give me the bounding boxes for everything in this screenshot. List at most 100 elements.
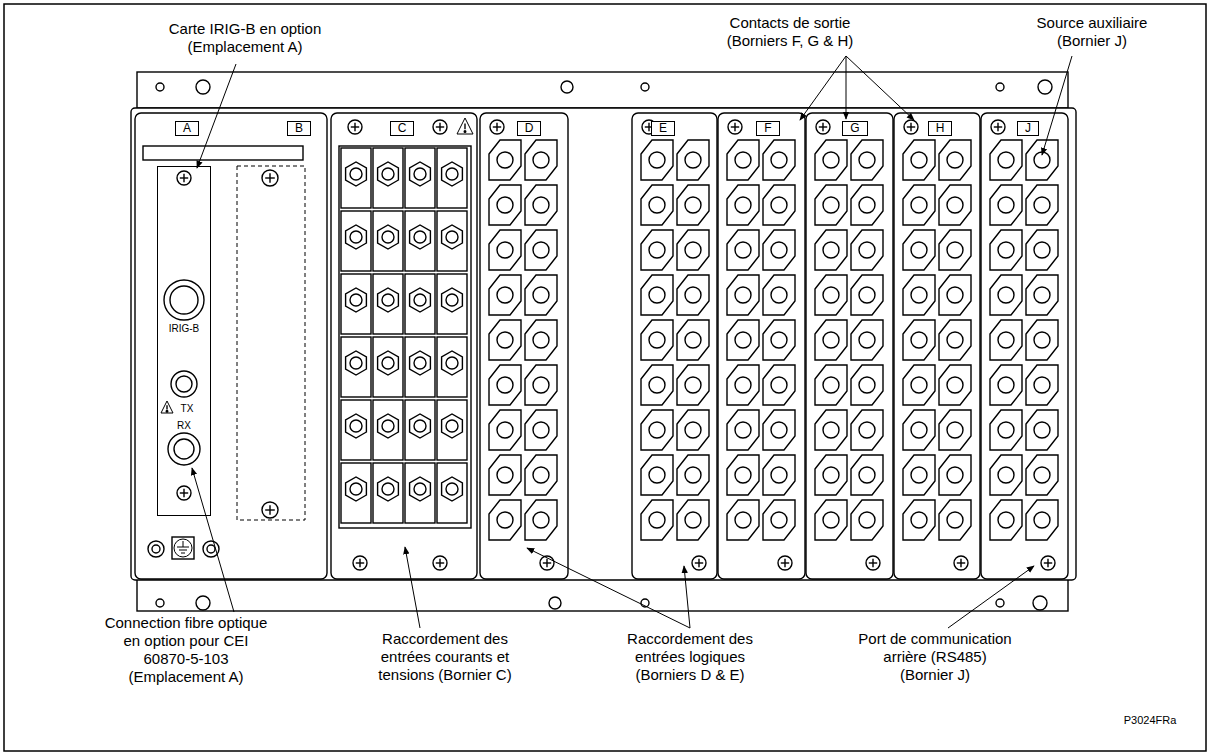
terminal-screw — [998, 287, 1014, 303]
slot-letter: F — [764, 121, 771, 135]
slot-letter-box: B — [287, 121, 311, 136]
callout-label: Contacts de sortie (Borniers F, G & H) — [705, 14, 875, 50]
terminal-cell — [405, 463, 435, 523]
terminal-tab — [525, 140, 557, 180]
terminal-screw — [911, 422, 927, 438]
terminal-screw — [533, 377, 549, 393]
terminal-nut — [410, 162, 431, 186]
screw-slot — [822, 123, 823, 131]
earth-box — [172, 537, 194, 559]
terminal-screw — [911, 377, 927, 393]
terminal-tab — [815, 410, 847, 450]
terminal-nut — [346, 162, 367, 186]
terminal-screw — [859, 287, 875, 303]
slot-letter-box: C — [390, 121, 415, 136]
terminal-tab — [990, 320, 1022, 360]
callout-label: Source auxiliaire (Bornier J) — [1022, 14, 1162, 50]
terminal-cell — [437, 274, 467, 334]
terminal-tab — [525, 410, 557, 450]
terminal-tab — [1026, 140, 1058, 180]
terminal-tab — [990, 185, 1022, 225]
terminal-screw — [911, 197, 927, 213]
terminal-nut — [378, 414, 399, 438]
terminal-screw — [823, 197, 839, 213]
terminal-nut — [346, 288, 367, 312]
screw-head — [262, 502, 278, 518]
terminal-tab — [763, 455, 795, 495]
terminal-screw — [998, 467, 1014, 483]
terminal-tab — [525, 275, 557, 315]
mounting-hole — [156, 599, 164, 607]
terminal-cell — [405, 400, 435, 460]
terminal-tab — [815, 500, 847, 540]
terminal-screw — [446, 168, 458, 180]
earth-symbol — [177, 547, 189, 548]
terminal-screw — [533, 467, 549, 483]
terminal-screw — [497, 512, 513, 528]
warning-mark — [464, 124, 465, 130]
terminal-tab — [727, 365, 759, 405]
terminal-screw — [350, 168, 362, 180]
terminal-screw — [947, 197, 963, 213]
terminal-tab — [677, 365, 709, 405]
terminal-tab — [990, 455, 1022, 495]
terminal-screw — [649, 422, 665, 438]
terminal-tab — [815, 140, 847, 180]
terminal-screw — [735, 152, 751, 168]
terminal-tab — [763, 365, 795, 405]
terminal-tab — [641, 320, 673, 360]
earth-stud-inner — [152, 545, 160, 553]
terminal-screw — [911, 467, 927, 483]
screw — [728, 120, 742, 134]
screw — [433, 120, 447, 134]
screw — [348, 120, 362, 134]
screw-head — [778, 556, 792, 570]
slot-letter: G — [850, 121, 859, 135]
slot-letter: B — [295, 121, 303, 135]
terminal-screw — [685, 422, 701, 438]
terminal-tab — [903, 230, 935, 270]
terminal-screw — [1034, 512, 1050, 528]
terminal-cell — [373, 274, 403, 334]
terminal-screw — [382, 483, 394, 495]
screw-head — [490, 120, 504, 134]
terminal-screw — [947, 377, 963, 393]
terminal-tab — [939, 275, 971, 315]
terminal-tab — [525, 320, 557, 360]
terminal-nut — [378, 477, 399, 501]
terminal-tab — [1026, 410, 1058, 450]
terminal-screw — [533, 332, 549, 348]
earth-stud-inner — [207, 545, 215, 553]
terminal-tab — [1026, 320, 1058, 360]
earth-stud — [148, 541, 164, 557]
terminal-tab — [939, 410, 971, 450]
terminal-screw — [771, 512, 787, 528]
screw-slot — [1047, 559, 1048, 567]
warning-symbol — [457, 118, 473, 134]
terminal-screw — [685, 197, 701, 213]
screw-slot — [648, 123, 649, 131]
bnc-connector — [164, 280, 204, 320]
terminal-tab — [990, 410, 1022, 450]
terminal-block-frame — [339, 146, 471, 528]
terminal-cell — [341, 400, 371, 460]
screw — [177, 486, 191, 500]
terminal-screw — [350, 420, 362, 432]
terminal-screw — [998, 332, 1014, 348]
screw-slot — [910, 123, 911, 131]
screw-slot — [872, 559, 873, 567]
terminal-nut — [442, 288, 463, 312]
callout-label: Raccordement des entrées courants et ten… — [359, 630, 531, 684]
terminal-nut — [410, 414, 431, 438]
terminal-tab — [489, 185, 521, 225]
terminal-screw — [735, 512, 751, 528]
screw-head — [353, 556, 367, 570]
terminal-tab — [489, 230, 521, 270]
terminal-screw — [735, 422, 751, 438]
screw — [262, 502, 278, 518]
terminal-cell — [405, 148, 435, 208]
terminal-screw — [414, 420, 426, 432]
terminal-tab — [489, 365, 521, 405]
terminal-tab — [525, 365, 557, 405]
screw-head — [177, 171, 191, 185]
